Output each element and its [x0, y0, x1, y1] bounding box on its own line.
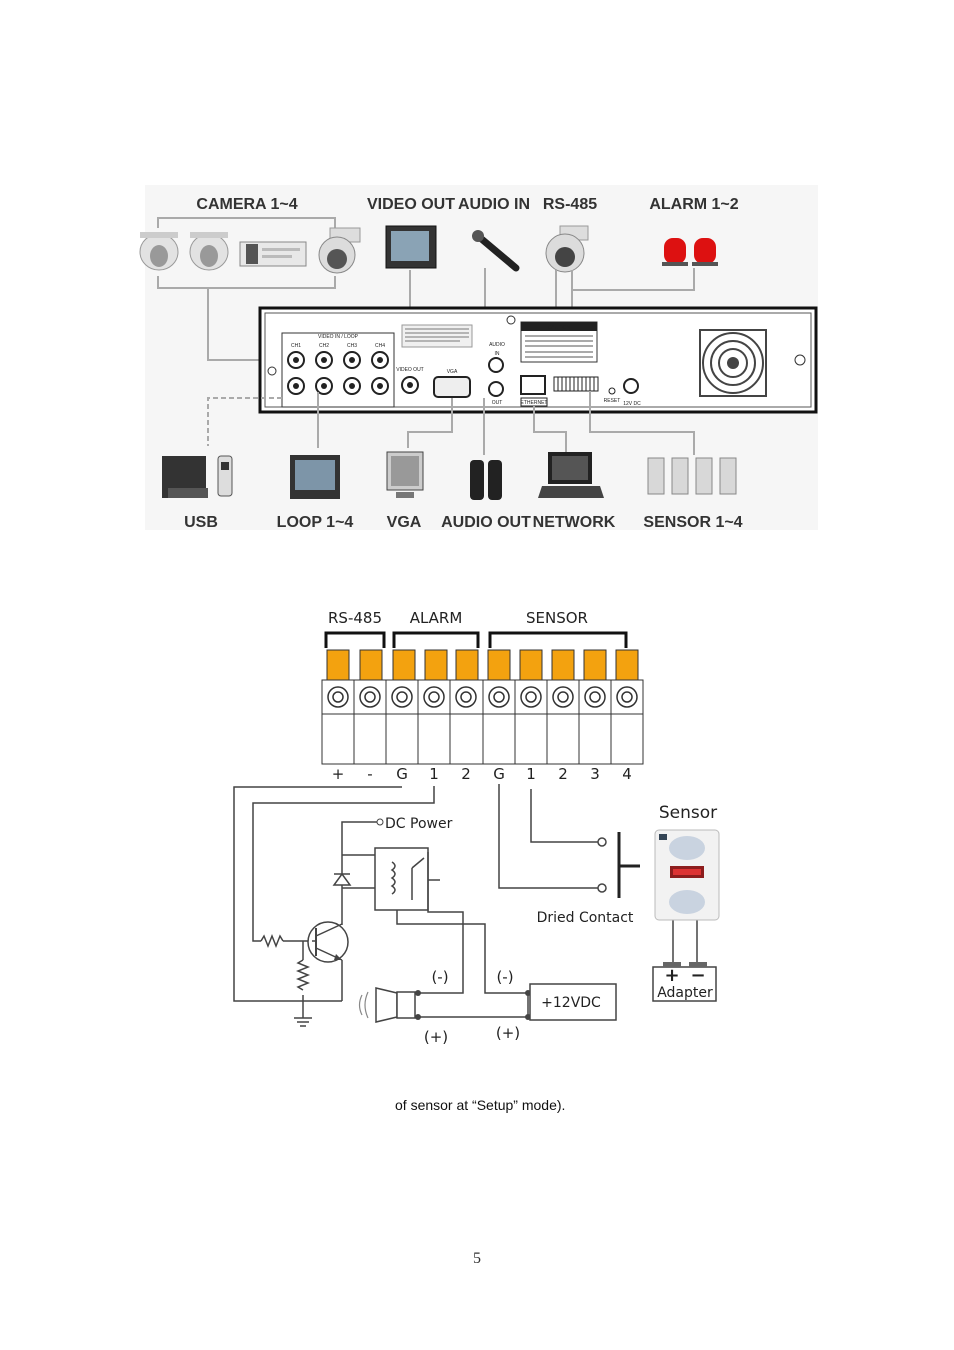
pos-right-label: (+) [496, 1024, 520, 1042]
vga-monitor-icon [386, 451, 424, 498]
group-rs485: RS-485 [328, 609, 382, 627]
dried-contact-label: Dried Contact [537, 910, 634, 926]
terminal-label: 1 [429, 765, 439, 783]
caption-text: of sensor at “Setup” mode). [395, 1097, 566, 1113]
pir-sensor-icon [654, 829, 720, 921]
dc-power-label: DC Power [385, 816, 453, 832]
label-network: NETWORK [533, 514, 616, 531]
panel-reset: RESET [604, 398, 621, 404]
dry-contact-icon [597, 832, 640, 898]
panel-video-in-loop: VIDEO IN / LOOP [318, 334, 359, 340]
group-alarm: ALARM [410, 609, 463, 627]
adapter-label: Adapter [657, 985, 713, 1001]
panel-vga: VGA [447, 369, 458, 375]
resistor-icon [295, 959, 311, 991]
alarm-light-icon [662, 238, 718, 266]
pir-sensor-icon [647, 457, 737, 495]
adapter-icon [652, 962, 717, 1002]
panel-ch4: CH4 [375, 343, 385, 349]
neg-left-label: (-) [431, 968, 448, 986]
fan-icon [699, 329, 767, 397]
panel-ch3: CH3 [347, 343, 357, 349]
terminal-label: - [367, 765, 372, 783]
resistor-icon [260, 933, 284, 949]
speed-dome-camera-icon [318, 227, 361, 274]
panel-ch2: CH2 [319, 343, 329, 349]
panel-ch1: CH1 [291, 343, 301, 349]
dvr-back-panel: VIDEO IN / LOOP CH1 CH2 CH3 CH4 V [258, 306, 818, 414]
loop-monitor-icon [290, 455, 340, 499]
wiring-diagram: RS-485 ALARM SENSOR [233, 609, 720, 1046]
panel-audio: AUDIO [489, 342, 505, 348]
ptz-camera-icon [545, 225, 589, 273]
page-number: 5 [473, 1250, 481, 1267]
ground-icon [294, 1017, 312, 1027]
terminal-label: + [332, 765, 345, 783]
terminal-label: 2 [461, 765, 471, 783]
terminal-label: G [396, 765, 408, 783]
label-rs485: RS-485 [543, 196, 597, 213]
label-audio-in: AUDIO IN [458, 196, 530, 213]
laptop-icon [538, 452, 604, 498]
panel-ethernet: ETHERNET [521, 400, 548, 406]
microphone-icon [472, 230, 520, 272]
dome-camera-icon [189, 232, 229, 271]
panel-dc: 12V DC [623, 401, 641, 407]
monitor-icon [385, 225, 437, 269]
terminal-label: G [493, 765, 505, 783]
box-camera-icon [239, 241, 307, 267]
panel-in: IN [495, 351, 500, 357]
power-supply-box [529, 983, 617, 1021]
dome-camera-icon [139, 232, 179, 271]
relay-icon [374, 847, 429, 911]
terminal-label: 3 [590, 765, 600, 783]
transistor-icon [307, 921, 349, 963]
terminal-block [321, 649, 644, 765]
supply-label: +12VDC [541, 995, 601, 1011]
panel-video-out: VIDEO OUT [396, 367, 424, 373]
terminal-label: 2 [558, 765, 568, 783]
speaker-icon [470, 460, 502, 500]
label-audio-out: AUDIO OUT [441, 514, 531, 531]
sensor-title: Sensor [659, 803, 717, 823]
panel-out: OUT [492, 400, 503, 406]
terminal-label: 1 [526, 765, 536, 783]
usb-drive-icon [162, 455, 233, 498]
panel-caution: CAUTION [548, 325, 571, 331]
neg-right-label: (-) [496, 968, 513, 986]
pos-left-label: (+) [424, 1028, 448, 1046]
label-video-out: VIDEO OUT [367, 196, 455, 213]
label-sensor: SENSOR 1~4 [643, 514, 742, 531]
adapter-minus-label: − [690, 965, 705, 986]
diode-icon [332, 872, 352, 886]
adapter-plus-label: + [664, 965, 679, 986]
label-alarm: ALARM 1~2 [649, 196, 738, 213]
label-loop: LOOP 1~4 [277, 514, 354, 531]
siren-icon [358, 987, 416, 1023]
group-sensor: SENSOR [526, 609, 588, 627]
connection-diagram: CAMERA 1~4 VIDEO OUT AUDIO IN RS-485 ALA… [139, 185, 818, 531]
label-vga: VGA [387, 514, 422, 531]
label-usb: USB [184, 514, 218, 531]
label-camera: CAMERA 1~4 [196, 196, 297, 213]
terminal-label: 4 [622, 765, 632, 783]
